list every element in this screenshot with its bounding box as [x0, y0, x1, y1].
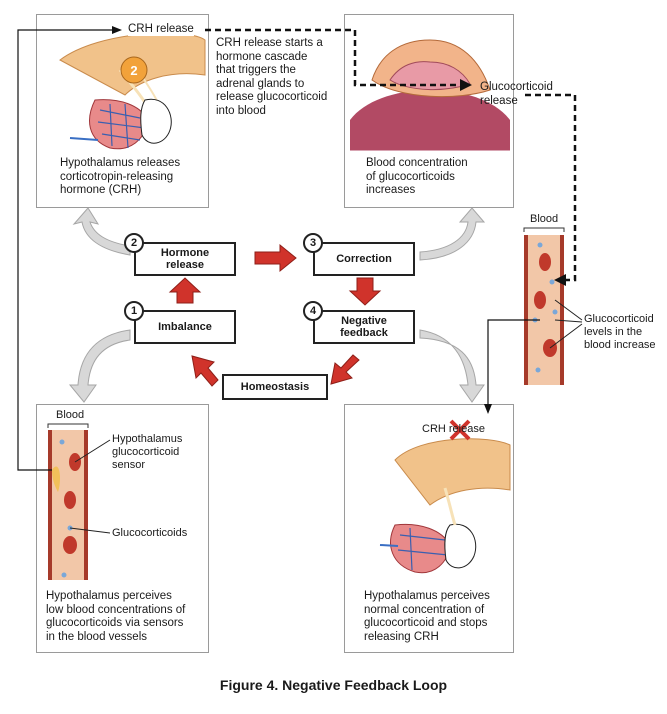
sensor-to-crh-line	[17, 29, 118, 471]
hypothalamus-illustration-top: 2	[59, 32, 206, 150]
sensor-label: Hypothalamus glucocorticoid sensor	[112, 433, 183, 471]
bottom-left-caption: Hypothalamus perceives low blood concent…	[46, 590, 186, 643]
adrenal-gland-illustration	[350, 39, 510, 151]
glucocorticoid-molecule	[59, 439, 65, 445]
crh-release-label-top: CRH release	[128, 23, 194, 36]
gluco-levels-label: Glucocorticoid levels in the blood incre…	[584, 313, 656, 351]
step-number-1: 1	[124, 301, 144, 321]
step-number-3: 3	[303, 233, 323, 253]
bottom-right-caption: Hypothalamus perceives normal concentrat…	[364, 590, 490, 643]
glucocorticoids-label: Glucocorticoids	[112, 527, 188, 539]
hypothalamus-illustration-bottom	[379, 438, 511, 574]
crh-cascade-note: CRH release starts a hormone cascade tha…	[216, 37, 328, 117]
stop-x-mark	[449, 419, 471, 441]
crh-release-label-bottom: CRH release	[422, 423, 485, 435]
glucocorticoid-molecule	[549, 279, 555, 285]
levels-to-crh-line	[487, 319, 540, 410]
step-negative-feedback: Negative feedback	[313, 310, 415, 344]
step-number-4: 4	[303, 301, 323, 321]
figure-caption: Figure 4. Negative Feedback Loop	[219, 677, 448, 693]
blood-label-bottom-left: Blood	[56, 409, 85, 421]
glucocorticoid-molecule	[535, 367, 541, 373]
svg-text:2: 2	[130, 63, 137, 78]
step-imbalance: Imbalance	[134, 310, 236, 344]
blood-cell	[539, 253, 551, 271]
glucocorticoid-molecule	[537, 242, 543, 248]
top-right-caption: Blood concentration of glucocorticoids i…	[366, 157, 468, 196]
blood-vessel-right	[523, 227, 565, 385]
glucocorticoid-dashed-path	[525, 93, 577, 282]
step-hormone-release: Hormone release	[134, 242, 236, 276]
step-number-2: 2	[124, 233, 144, 253]
blood-cell	[64, 491, 76, 509]
glucocorticoid-molecule	[552, 309, 558, 315]
blood-cell	[63, 536, 77, 554]
gray-arrows	[68, 207, 486, 403]
blood-cell	[534, 291, 546, 309]
top-left-caption: Hypothalamus releases corticotropin-rele…	[60, 157, 181, 196]
glucocorticoid-molecule	[61, 572, 67, 578]
red-arrows	[168, 243, 382, 387]
step-correction: Correction	[313, 242, 415, 276]
crh-dashed-path	[205, 28, 460, 87]
glucocorticoid-release-label: Glucocorticoid release	[480, 81, 553, 107]
blood-label-right: Blood	[530, 213, 559, 225]
blood-vessel-bottom-left	[47, 423, 111, 580]
homeostasis-box: Homeostasis	[222, 374, 328, 400]
